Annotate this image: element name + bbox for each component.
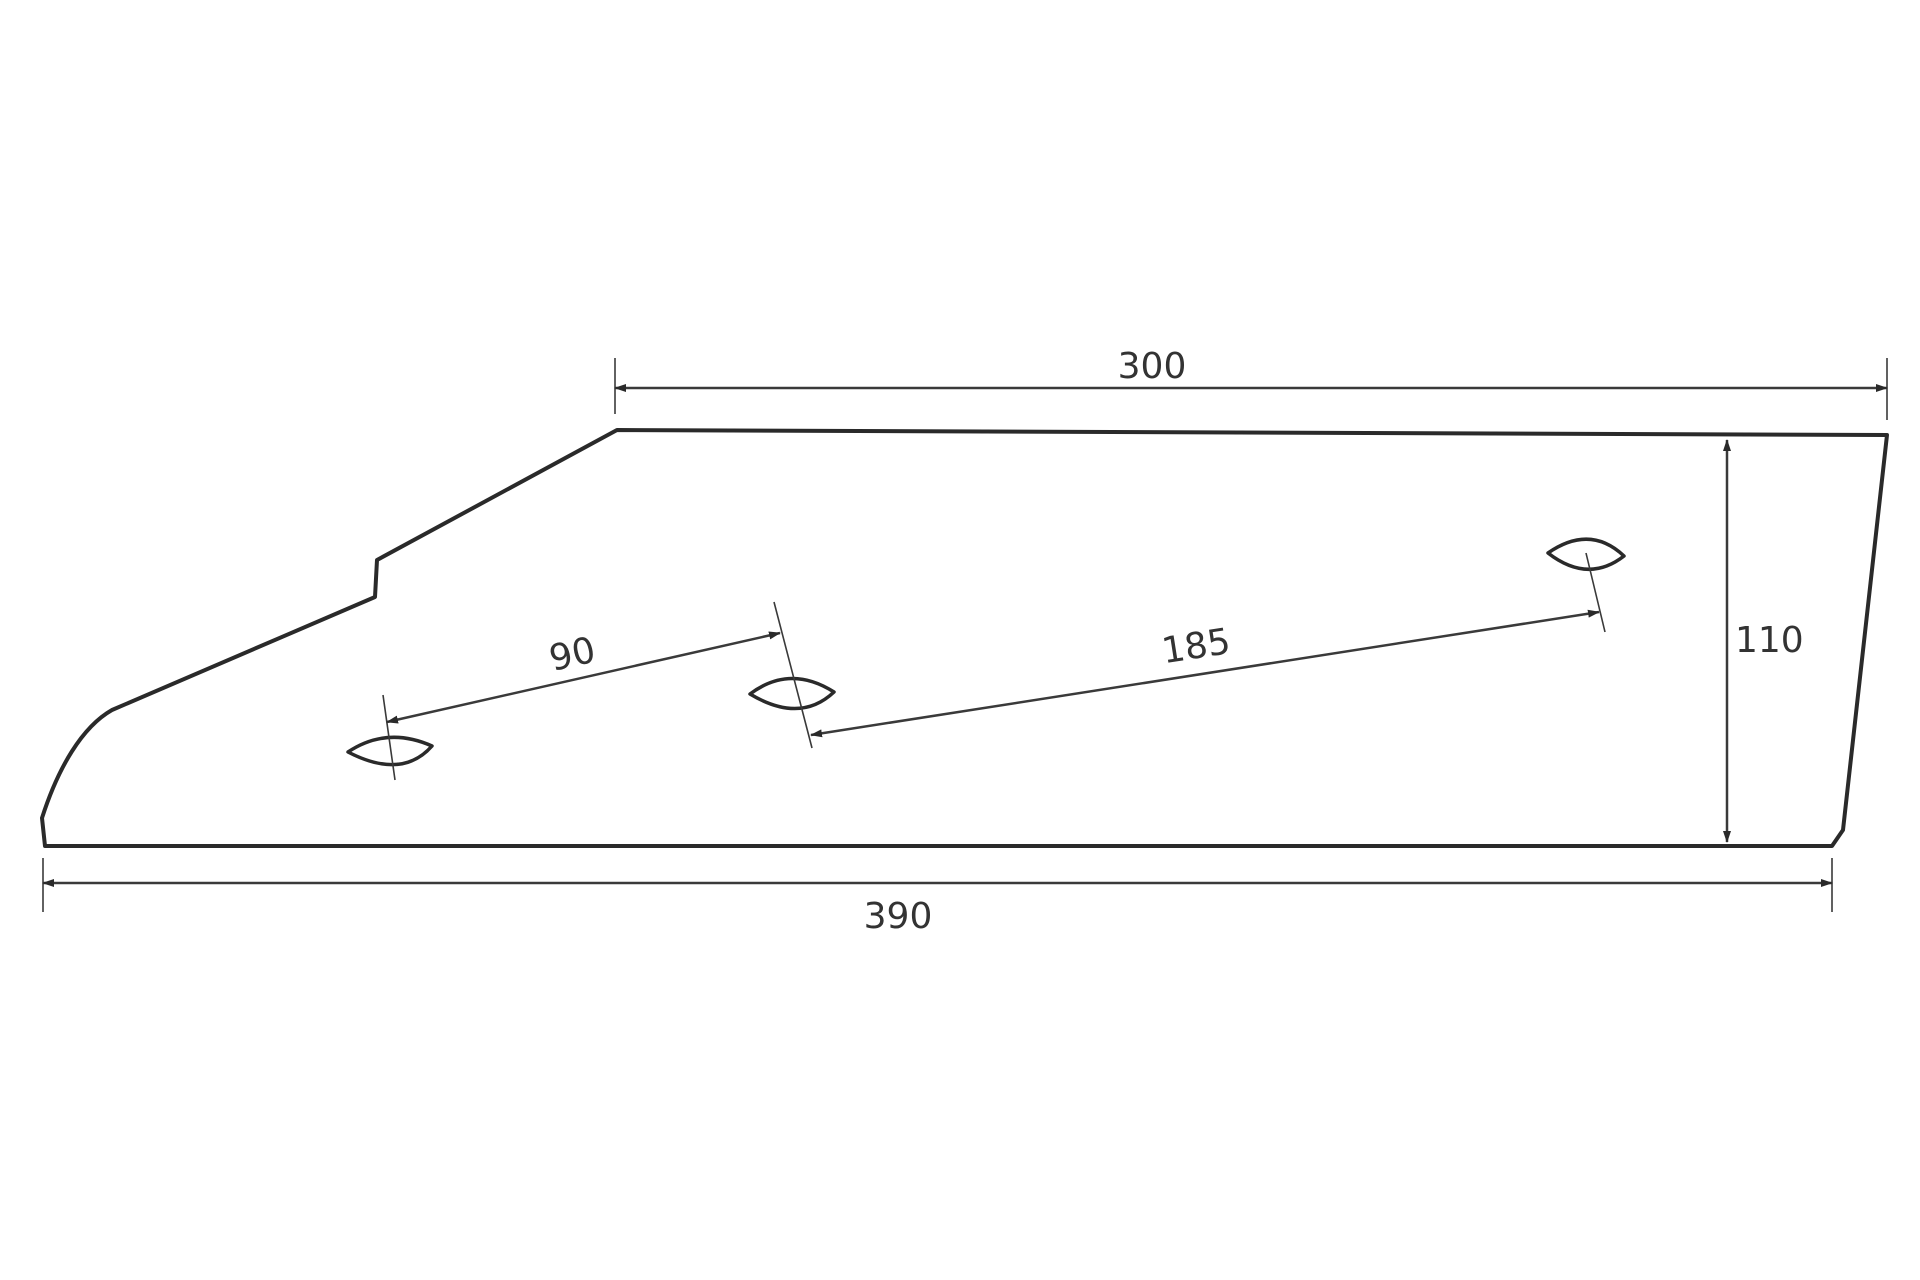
hole-right-centerline xyxy=(1585,552,1606,633)
dim-hole-right-line xyxy=(810,609,1600,738)
hole-middle-centerline xyxy=(773,601,813,749)
hole-middle xyxy=(748,676,836,711)
blade-outline xyxy=(40,428,1889,848)
dim-top-label: 300 xyxy=(1118,346,1187,387)
dim-hole-right-label: 185 xyxy=(1159,621,1233,672)
hole-left-centerline xyxy=(382,694,396,781)
dim-hole-left-label: 90 xyxy=(546,630,600,680)
dim-hole-left-line xyxy=(386,631,781,724)
hole-left xyxy=(346,735,434,767)
dim-bottom-label: 390 xyxy=(864,896,933,937)
dim-height-label: 110 xyxy=(1735,620,1804,661)
